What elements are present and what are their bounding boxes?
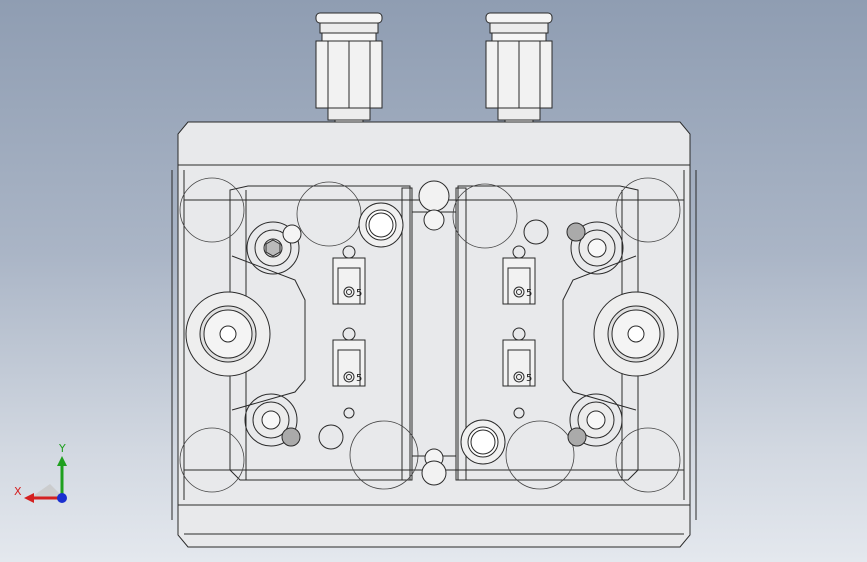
- sensor-mark-2: 5: [356, 373, 362, 384]
- x-axis-head: [24, 493, 34, 503]
- y-axis-head: [57, 456, 67, 466]
- fitting-right[interactable]: [485, 12, 553, 137]
- sensor-right-lower[interactable]: [502, 327, 536, 419]
- boss-right[interactable]: [593, 291, 679, 377]
- reference-triad[interactable]: [18, 450, 78, 510]
- boss-left[interactable]: [185, 291, 271, 377]
- sensor-mark-3: 5: [526, 288, 532, 299]
- sensor-left-upper[interactable]: [332, 245, 366, 305]
- screw-top-center[interactable]: [358, 202, 404, 248]
- sensor-mark-4: 5: [526, 373, 532, 384]
- fitting-left[interactable]: [315, 12, 383, 137]
- sensor-right-upper[interactable]: [502, 245, 536, 305]
- screw-top-left[interactable]: [246, 221, 302, 275]
- screw-top-right[interactable]: [523, 219, 624, 275]
- screw-bottom-center[interactable]: [460, 419, 506, 465]
- screw-bottom-left[interactable]: [244, 393, 344, 450]
- z-axis-dot: [57, 493, 67, 503]
- sensor-left-lower[interactable]: [332, 327, 366, 419]
- center-guide[interactable]: [401, 180, 467, 486]
- outline-circles: [179, 177, 681, 493]
- x-axis-label: X: [14, 485, 22, 498]
- screw-bottom-right[interactable]: [567, 393, 623, 447]
- y-axis-label: Y: [59, 442, 66, 455]
- sensor-mark-1: 5: [356, 288, 362, 299]
